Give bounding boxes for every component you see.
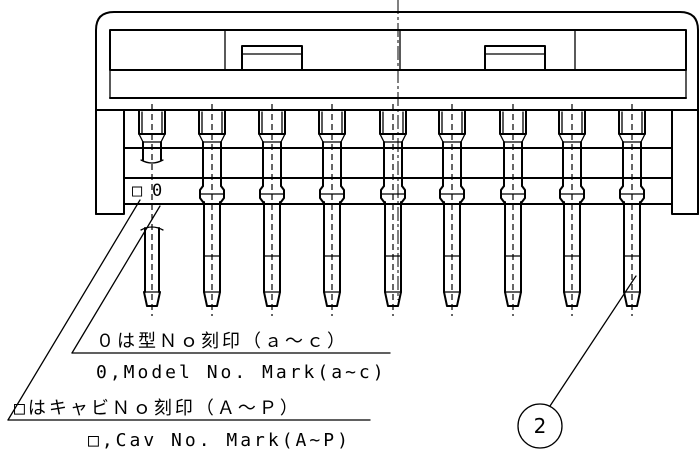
terminal-pin bbox=[258, 104, 286, 316]
terminal-pin bbox=[618, 104, 646, 316]
model-mark-symbol: 0 bbox=[152, 181, 162, 201]
connector-housing bbox=[95, 11, 699, 215]
part-balloon: 2 bbox=[517, 403, 563, 449]
part-balloon-label: 2 bbox=[534, 414, 547, 438]
cav-mark-note-en: □,Cav No. Mark(A~P) bbox=[88, 430, 351, 451]
leader-lines bbox=[7, 199, 637, 421]
terminal-pin bbox=[198, 104, 226, 316]
terminal-pins bbox=[138, 104, 646, 316]
cav-mark-note-jp: □はキャビＮｏ刻印（Ａ～Ｐ） bbox=[14, 398, 301, 419]
terminal-pin bbox=[379, 104, 407, 316]
model-mark-note-jp: ０は型Ｎｏ刻印（ａ～ｃ） bbox=[96, 331, 348, 352]
terminal-pin bbox=[318, 104, 346, 316]
terminal-pin bbox=[499, 104, 527, 316]
cav-mark-symbol: □ bbox=[132, 181, 143, 201]
terminal-pin bbox=[558, 104, 586, 316]
model-mark-note-en: 0,Model No. Mark(a~c) bbox=[96, 362, 387, 383]
terminal-pin bbox=[438, 104, 466, 316]
terminal-pin bbox=[138, 104, 166, 316]
